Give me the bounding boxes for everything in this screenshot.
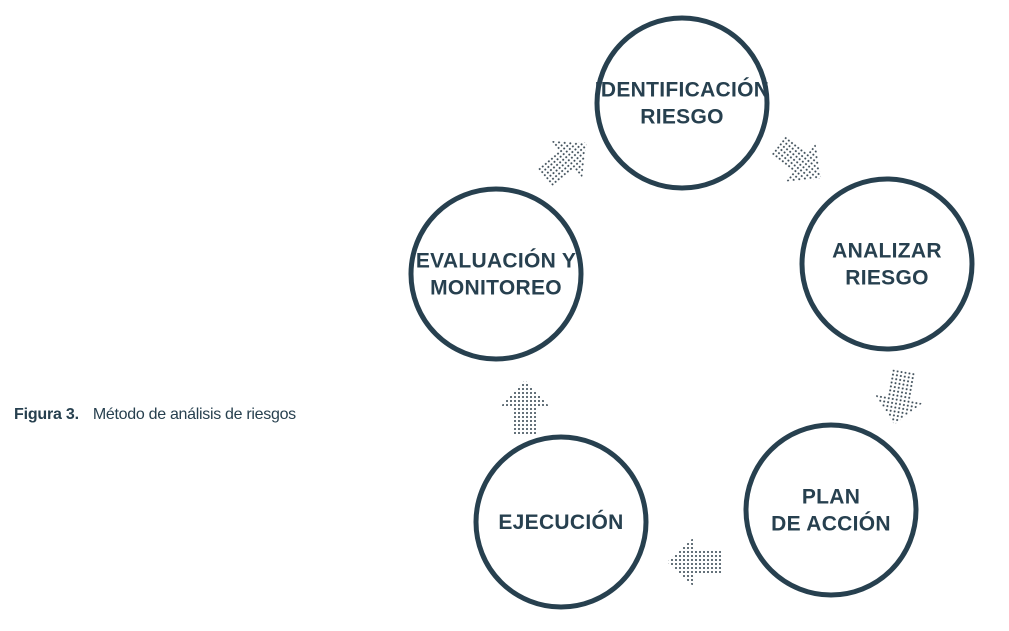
arrow-plan-to-ejecucion <box>667 538 721 586</box>
node-plan: PLAN DE ACCIÓN <box>743 422 919 598</box>
node-label: PLAN <box>802 486 860 509</box>
node-label: EJECUCIÓN <box>498 510 623 534</box>
dotted-arrow-icon <box>501 380 549 434</box>
node-label: RIESGO <box>640 106 723 129</box>
dotted-arrow-icon <box>771 135 822 182</box>
node-evaluacion: EVALUACIÓN Y MONITOREO <box>408 186 584 362</box>
node-circle <box>408 186 584 362</box>
node-label: MONITOREO <box>430 277 562 300</box>
dotted-arrow-icon <box>537 140 587 187</box>
figure-caption: Figura 3. Método de análisis de riesgos <box>14 403 296 427</box>
node-circle <box>799 176 975 352</box>
node-ejecucion: EJECUCIÓN <box>473 434 649 610</box>
dotted-arrow-icon <box>667 538 721 586</box>
node-circle <box>473 434 649 610</box>
node-circle <box>594 15 770 191</box>
arrow-evaluacion-to-identificacion <box>537 140 587 187</box>
arrows-layer <box>501 135 923 586</box>
node-label: DE ACCIÓN <box>771 512 891 536</box>
node-label: IDENTIFICACIÓN <box>595 78 770 102</box>
dotted-arrow-icon <box>875 369 923 425</box>
arrow-analizar-to-plan <box>875 369 923 425</box>
node-circle <box>743 422 919 598</box>
node-identificacion: IDENTIFICACIÓN RIESGO <box>594 15 770 191</box>
node-label: ANALIZAR <box>832 240 942 263</box>
arrow-ejecucion-to-evaluacion <box>501 380 549 434</box>
node-label: RIESGO <box>845 267 928 290</box>
node-analizar: ANALIZAR RIESGO <box>799 176 975 352</box>
figure-number: Figura 3. <box>14 406 79 423</box>
node-label: EVALUACIÓN Y <box>416 249 576 273</box>
arrow-identificacion-to-analizar <box>771 135 822 182</box>
nodes-layer: IDENTIFICACIÓN RIESGO ANALIZAR RIESGO PLAN DE… <box>408 15 975 610</box>
figure-title: Método de análisis de riesgos <box>92 406 296 423</box>
